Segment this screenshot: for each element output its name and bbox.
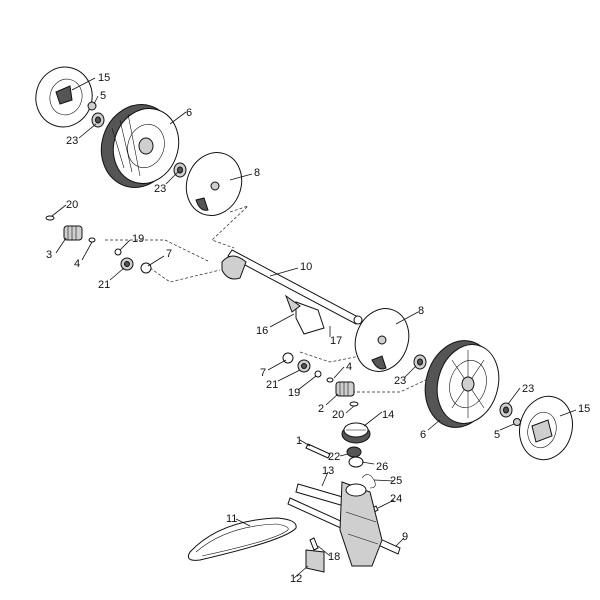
- pin-4-right: [326, 377, 334, 383]
- callout-24: 24: [390, 493, 402, 505]
- callout-20-right: 20: [332, 409, 344, 421]
- wheel-lower: [424, 340, 500, 428]
- callout-8-upper: 8: [254, 167, 260, 179]
- callout-7-right: 7: [260, 367, 266, 379]
- callout-23-lower-left: 23: [394, 375, 406, 387]
- spacer-26: [348, 456, 364, 468]
- bushing-13: [295, 483, 347, 507]
- pinion-3-left: [63, 225, 83, 241]
- washer-7-left: [140, 262, 152, 274]
- pin-4-left: [88, 237, 96, 243]
- wheel-cover-upper: [185, 152, 243, 216]
- callout-6-upper: 6: [186, 107, 192, 119]
- callout-1: 1: [296, 435, 302, 447]
- gearbox-body: [339, 481, 383, 567]
- ring-22: [346, 446, 362, 458]
- callout-3: 3: [46, 249, 52, 261]
- callout-5-lower: 5: [494, 429, 500, 441]
- callout-19-left: 19: [132, 233, 144, 245]
- leader-lines: [51, 77, 577, 579]
- callout-11: 11: [226, 513, 237, 525]
- callout-14: 14: [382, 409, 394, 421]
- callout-23-upper-right: 23: [154, 183, 166, 195]
- callout-4-left: 4: [74, 258, 80, 270]
- callout-25: 25: [390, 475, 402, 487]
- bearing-23-lower-right: [499, 402, 513, 418]
- hub-cap-upper: [35, 66, 93, 128]
- clip-20-left: [45, 215, 55, 221]
- callout-9: 9: [402, 531, 408, 543]
- callout-23-upper-left: 23: [66, 135, 78, 147]
- key-pin-1: [305, 443, 331, 459]
- wheel-cover-lower: [354, 308, 410, 372]
- callout-16: 16: [256, 325, 268, 337]
- axle-assembly: [221, 249, 363, 335]
- callout-7-left: 7: [166, 248, 172, 260]
- callout-19-right: 19: [288, 387, 300, 399]
- wheel-upper: [100, 104, 180, 188]
- callout-8-lower: 8: [418, 305, 424, 317]
- washer-5-lower: [513, 418, 521, 426]
- bushing-21-right: [297, 359, 311, 373]
- pinion-2-right: [335, 381, 355, 397]
- clip-20-right: [349, 401, 359, 407]
- callout-5-upper: 5: [100, 90, 106, 102]
- callout-20-left: 20: [66, 199, 78, 211]
- v-belt-11: [187, 517, 297, 561]
- pulley-14: [341, 422, 371, 444]
- screw-18: [309, 537, 319, 551]
- callout-21-right: 21: [266, 379, 278, 391]
- callout-18: 18: [328, 551, 340, 563]
- callout-12: 12: [290, 573, 302, 585]
- callout-6-lower: 6: [420, 429, 426, 441]
- callout-15-lower: 15: [578, 403, 590, 415]
- callout-2: 2: [318, 403, 324, 415]
- callout-labels: 15 5 23 6 23 8 20 19 3 4 7 21 10 16 17 8…: [46, 72, 590, 585]
- callout-21-left: 21: [98, 279, 110, 291]
- callout-4-right: 4: [346, 361, 352, 373]
- callout-17: 17: [330, 335, 342, 347]
- bracket-12: [305, 549, 325, 573]
- callout-15-upper: 15: [98, 72, 110, 84]
- washer-19-right: [314, 370, 322, 378]
- bearing-23-upper-left: [91, 112, 105, 128]
- bearing-23-lower-left: [413, 354, 427, 370]
- callout-13: 13: [322, 465, 334, 477]
- washer-19-left: [114, 248, 122, 256]
- bushing-21-left: [120, 257, 134, 271]
- callout-26: 26: [376, 461, 388, 473]
- washer-7-right: [282, 352, 294, 364]
- callout-23-lower-right: 23: [522, 383, 534, 395]
- bearing-23-upper-right: [173, 162, 187, 178]
- callout-22: 22: [328, 451, 340, 463]
- hub-cap-lower: [519, 395, 573, 461]
- callout-10: 10: [300, 261, 312, 273]
